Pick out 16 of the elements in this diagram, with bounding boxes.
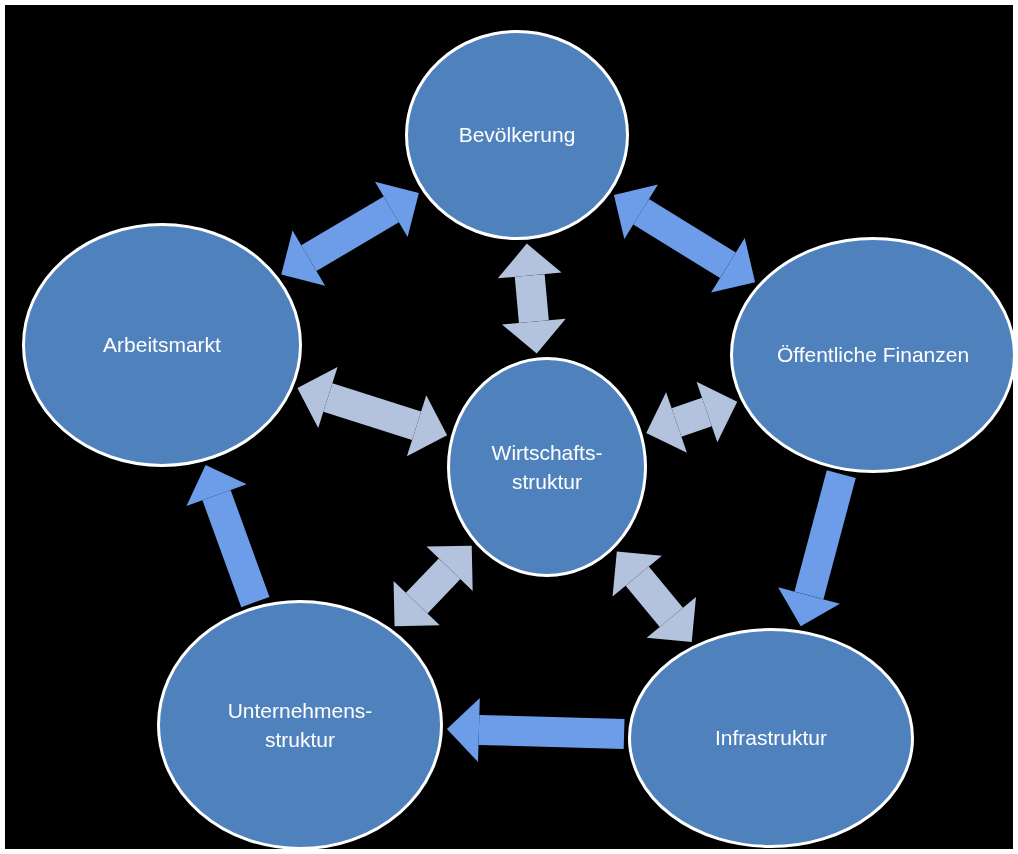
double-block-arrow: [393, 545, 473, 627]
block-arrow: [778, 470, 856, 627]
block-arrow: [446, 697, 625, 762]
double-block-arrow: [297, 367, 448, 457]
double-block-arrow: [646, 381, 738, 453]
node-label: Unternehmens- struktur: [226, 697, 374, 753]
node-label: Infrastruktur: [714, 725, 827, 752]
node-label: Wirtschafts- struktur: [490, 439, 604, 495]
node-label: Öffentliche Finanzen: [776, 342, 970, 369]
double-block-arrow: [281, 181, 419, 286]
node-label: Arbeitsmarkt: [103, 332, 221, 359]
block-arrow: [186, 465, 270, 608]
double-block-arrow: [613, 184, 756, 293]
double-block-arrow: [497, 243, 566, 354]
node-label: Bevölkerung: [458, 122, 576, 149]
double-block-arrow: [612, 551, 696, 643]
